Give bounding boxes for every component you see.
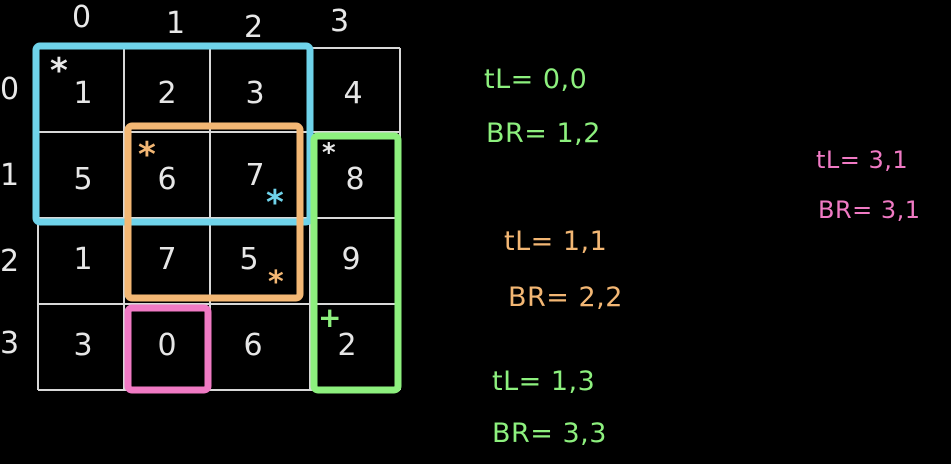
top-left-star-green: * <box>322 138 336 168</box>
cell-1-2: 7 <box>245 157 265 193</box>
cell-0-3: 4 <box>343 75 363 111</box>
row-index-1: 1 <box>0 158 20 193</box>
pink-submatrix-box <box>124 304 212 394</box>
cell-1-1: 6 <box>157 161 177 197</box>
orange-bottom-right-label: BR= 2,2 <box>508 282 623 313</box>
cell-0-1: 2 <box>157 75 177 111</box>
pink-bottom-right-label: BR= 3,1 <box>818 196 921 224</box>
blue-bottom-right-label: BR= 1,2 <box>486 118 601 149</box>
cell-3-2: 6 <box>243 327 263 363</box>
bottom-right-star-orange: * <box>268 265 284 300</box>
cell-2-2: 5 <box>239 241 259 277</box>
blue-top-left-label: tL= 0,0 <box>484 64 588 95</box>
col-index-1: 1 <box>166 6 186 41</box>
orange-top-left-label: tL= 1,1 <box>504 226 608 257</box>
green-top-left-label: tL= 1,3 <box>492 366 596 397</box>
cell-1-3: 8 <box>345 161 365 197</box>
cell-0-2: 3 <box>245 75 265 111</box>
col-index-3: 3 <box>330 4 350 39</box>
row-index-0: 0 <box>0 72 20 107</box>
col-index-0: 0 <box>72 0 92 35</box>
top-left-star-orange: * <box>138 135 156 175</box>
blue-submatrix-box <box>32 42 314 226</box>
pink-top-left-label: tL= 3,1 <box>816 146 909 174</box>
bottom-right-plus-green: + <box>318 301 342 334</box>
cell-2-0: 1 <box>73 241 93 277</box>
cell-3-3: 2 <box>337 327 357 363</box>
cell-2-1: 7 <box>157 241 177 277</box>
bottom-right-star-blue: * <box>266 183 284 223</box>
row-index-2: 2 <box>0 244 20 279</box>
cell-0-0: 1 <box>73 75 93 111</box>
cell-1-0: 5 <box>73 161 93 197</box>
cell-3-1: 0 <box>157 327 177 363</box>
orange-submatrix-box <box>124 122 304 302</box>
cell-3-0: 3 <box>73 327 93 363</box>
green-bottom-right-label: BR= 3,3 <box>492 418 607 449</box>
col-index-2: 2 <box>244 10 264 45</box>
green-submatrix-box <box>310 132 402 394</box>
row-index-3: 3 <box>0 326 20 361</box>
cell-2-3: 9 <box>341 241 361 277</box>
top-left-star-blue: * <box>50 51 68 91</box>
